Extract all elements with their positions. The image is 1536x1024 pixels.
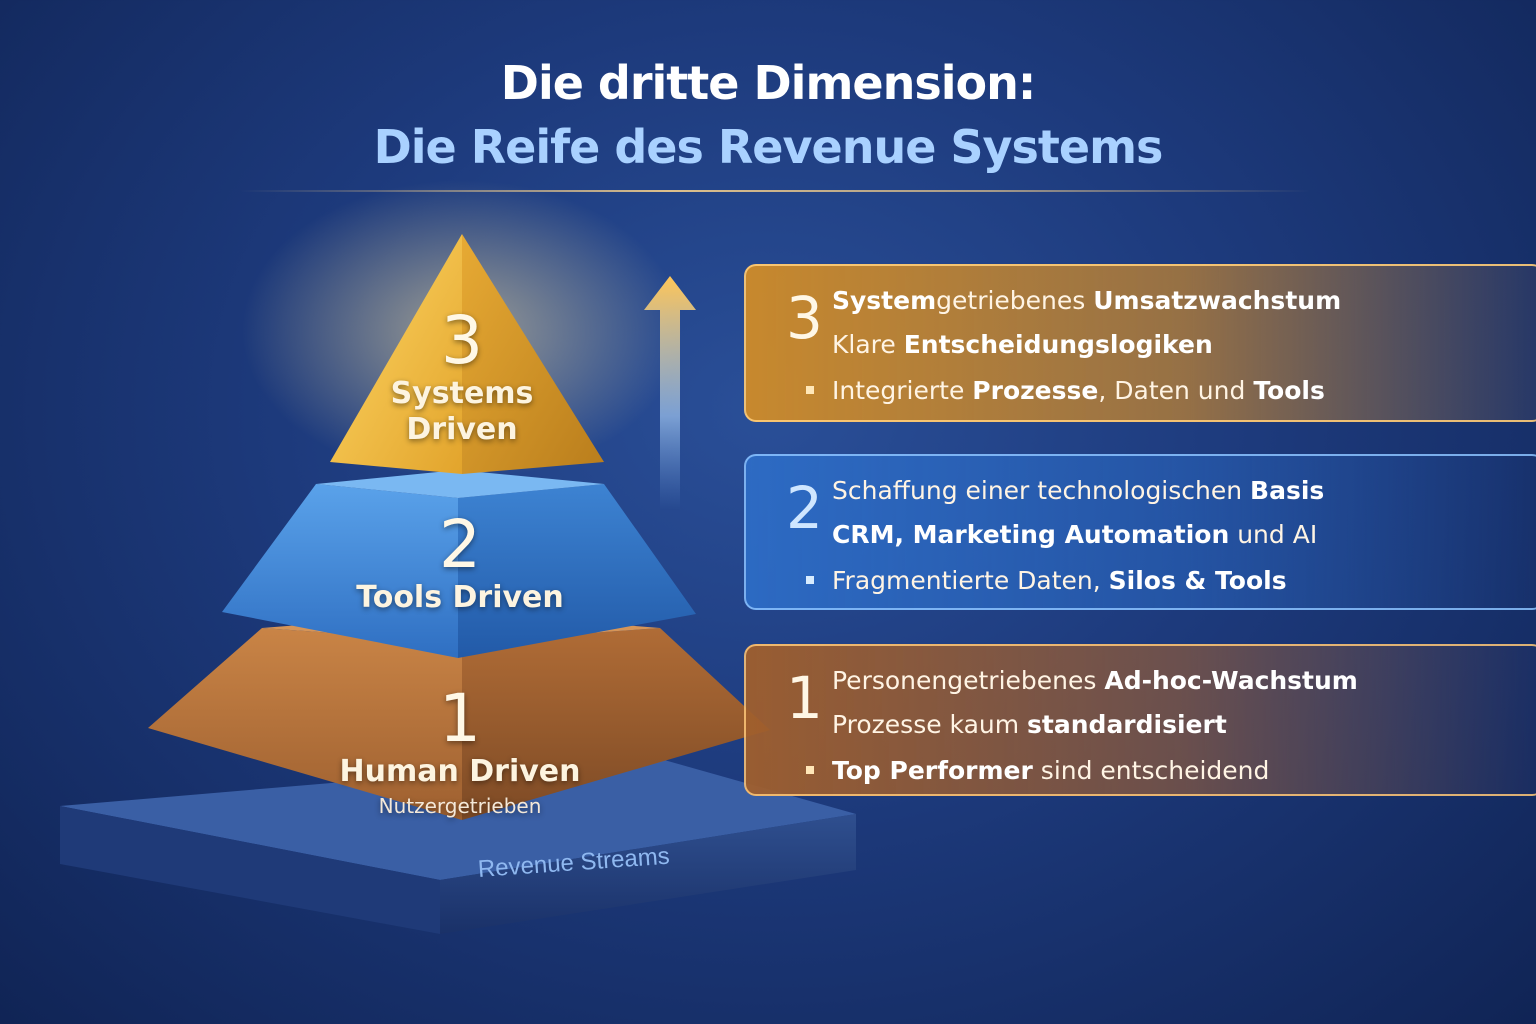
level-1-name: Human Driven (339, 754, 581, 789)
card-1-line-1: Personengetriebenes Ad-hoc-Wachstum (832, 666, 1358, 695)
level-2-card: 2 Schaffung einer technologischen Basis … (744, 454, 1536, 610)
pyramid-level-2 (222, 470, 696, 658)
card-2-line-2: CRM, Marketing Automation und AI (832, 520, 1318, 549)
level-1-subtitle: Nutzergetrieben (378, 794, 542, 818)
bullet-icon (806, 386, 814, 394)
bullet-icon (806, 766, 814, 774)
card-2-line-1: Schaffung einer technologischen Basis (832, 476, 1325, 505)
pyramid-label-3: 3 Systems Driven (352, 306, 572, 448)
card-1-bullet: Top Performer sind entscheidend (806, 756, 1269, 785)
card-3-bullet: Integrierte Prozesse, Daten und Tools (806, 376, 1325, 405)
card-3-line-1: Systemgetriebenes Umsatzwachstum (832, 286, 1342, 315)
pyramid-label-2: 2 Tools Driven (300, 510, 620, 616)
page-subtitle: Die Reife des Revenue Systems (373, 120, 1164, 174)
title-divider (240, 190, 1310, 192)
card-1-line-2: Prozesse kaum standardisiert (832, 710, 1227, 739)
card-3-number: 3 (786, 284, 823, 352)
level-2-number: 2 (439, 506, 481, 583)
card-1-number: 1 (786, 664, 823, 732)
level-3-name-line-2: Driven (406, 412, 518, 447)
pyramid-level-3 (330, 234, 604, 474)
level-1-card: 1 Personengetriebenes Ad-hoc-Wachstum Pr… (744, 644, 1536, 796)
card-3-line-2: Klare Entscheidungslogiken (832, 330, 1213, 359)
level-1-number: 1 (439, 680, 481, 757)
level-3-name-line-1: Systems (390, 376, 534, 411)
card-2-number: 2 (786, 474, 823, 542)
page-title: Die dritte Dimension: (500, 56, 1036, 110)
level-2-name: Tools Driven (356, 580, 564, 615)
level-3-number: 3 (441, 302, 483, 379)
pyramid-label-1: 1 Human Driven Nutzergetrieben (290, 680, 630, 819)
upward-arrow-icon (644, 276, 696, 510)
level-3-card: 3 Systemgetriebenes Umsatzwachstum Klare… (744, 264, 1536, 422)
card-2-bullet: Fragmentierte Daten, Silos & Tools (806, 566, 1287, 595)
maturity-pyramid (60, 180, 856, 934)
bullet-icon (806, 576, 814, 584)
